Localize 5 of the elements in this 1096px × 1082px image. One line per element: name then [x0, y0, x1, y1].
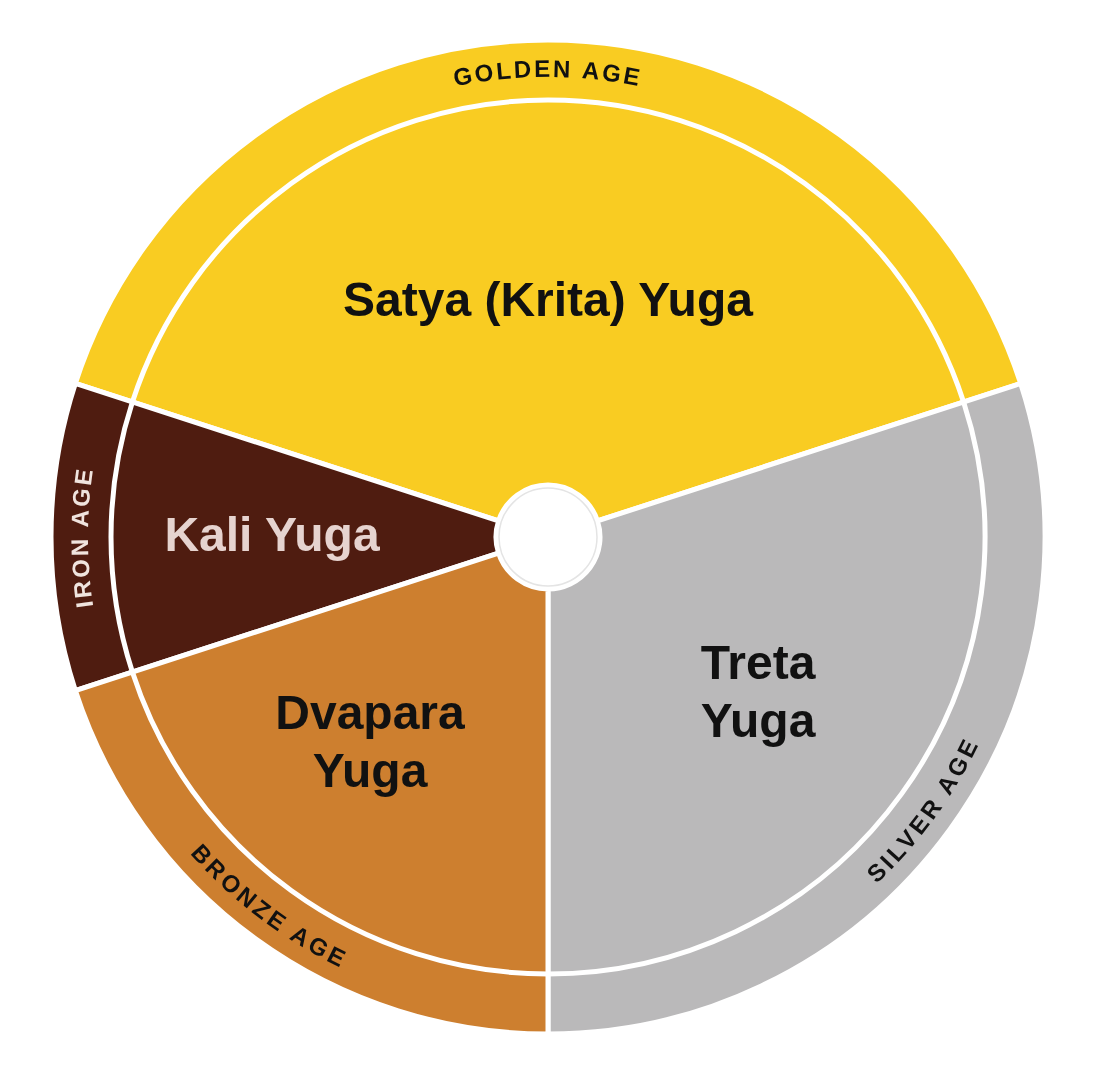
age-label: GOLDEN AGE — [450, 54, 646, 91]
yuga-label: Kali Yuga — [163, 507, 381, 564]
yuga-label: Satya (Krita) Yuga — [342, 272, 755, 329]
yuga-label: Treta Yuga — [699, 635, 817, 749]
yuga-label: Dvapara Yuga — [274, 685, 466, 799]
